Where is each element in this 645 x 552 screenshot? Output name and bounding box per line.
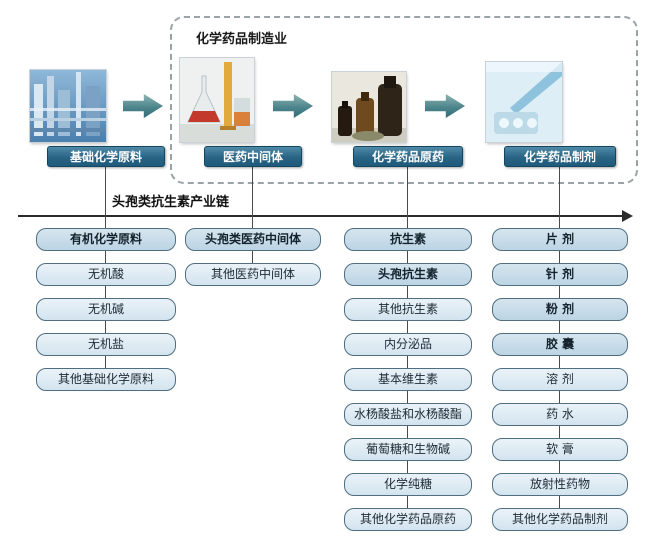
chemical-plant-image [30,70,106,142]
chain-axis-line [18,215,624,217]
node-ointment: 软 膏 [492,438,628,461]
node-other-antibiotics: 其他抗生素 [344,298,472,321]
node-other-pharma-intermediates: 其他医药中间体 [185,263,321,286]
node-injections: 针 剂 [492,263,628,286]
node-inorganic-salt: 无机盐 [36,333,176,356]
node-inorganic-base: 无机碱 [36,298,176,321]
node-cephalosporin-intermediates: 头孢类医药中间体 [185,228,321,251]
node-powders: 粉 剂 [492,298,628,321]
chain-arrowhead-icon [622,210,633,222]
medicine-bottles-image [332,72,406,142]
lab-glassware-image [180,58,254,142]
node-solvents: 溶 剂 [492,368,628,391]
manufacturing-group-label: 化学药品制造业 [196,32,288,47]
node-organic-chemical-materials: 有机化学原料 [36,228,176,251]
node-other-chemical-apis: 其他化学药品原药 [344,508,472,531]
manufacturing-group-outline [170,16,638,184]
node-liquid-medicine: 药 水 [492,403,628,426]
stage-label-chemical-api: 化学药品原药 [353,146,463,167]
connector-line-column-2 [252,167,253,263]
node-endocrine-products: 内分泌品 [344,333,472,356]
node-tablets: 片 剂 [492,228,628,251]
node-basic-vitamins: 基本维生素 [344,368,472,391]
chain-title: 头孢类抗生素产业链 [112,195,230,210]
flow-arrow-icon [123,94,163,118]
dispensing-lab-image [486,62,562,142]
node-antibiotics: 抗生素 [344,228,472,251]
node-inorganic-acid: 无机酸 [36,263,176,286]
stage-label-pharma-intermediates: 医药中间体 [204,146,302,167]
node-cephalosporin-antibiotics: 头孢抗生素 [344,263,472,286]
node-capsules: 胶 囊 [492,333,628,356]
node-radioactive-drugs: 放射性药物 [492,473,628,496]
node-other-basic-chemicals: 其他基础化学原料 [36,368,176,391]
node-chemically-pure-sugar: 化学纯糖 [344,473,472,496]
stage-label-chemical-preparations: 化学药品制剂 [504,146,616,167]
stage-label-basic-chemical-materials: 基础化学原料 [47,146,165,167]
node-other-chemical-preparations: 其他化学药品制剂 [492,508,628,531]
node-salicylates-esters: 水杨酸盐和水杨酸酯 [344,403,472,426]
node-glucose-alkaloids: 葡萄糖和生物碱 [344,438,472,461]
